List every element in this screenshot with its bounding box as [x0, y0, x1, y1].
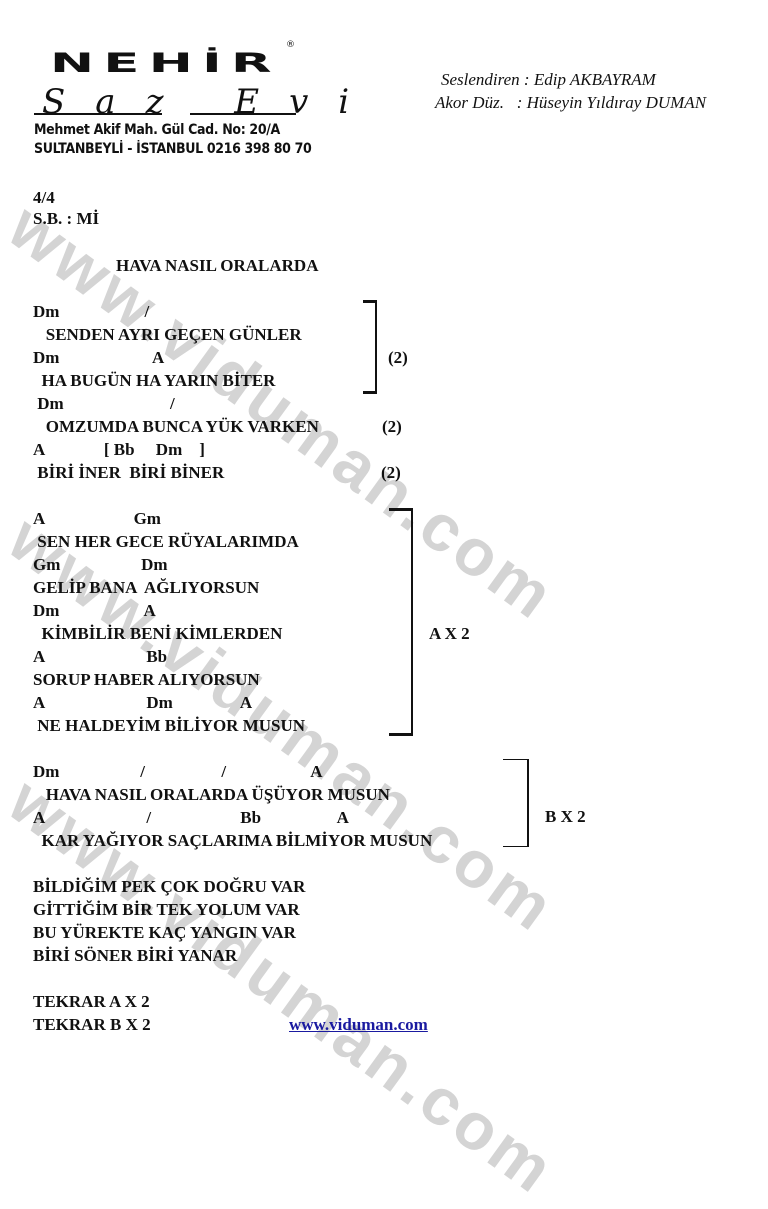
- logo-brand: NEHİR: [50, 48, 281, 80]
- lyric-line: BİRİ SÖNER BİRİ YANAR: [33, 946, 238, 965]
- lyric-line: Gm Dm: [33, 555, 168, 574]
- repeat-bracket-section-a: [389, 508, 413, 736]
- lyric-line: SORUP HABER ALIYORSUN: [33, 670, 260, 689]
- song-title: HAVA NASIL ORALARDA: [116, 256, 319, 275]
- lyric-line: HAVA NASIL ORALARDA ÜŞÜYOR MUSUN: [33, 785, 390, 804]
- lyric-line: A Dm A: [33, 693, 253, 712]
- lyric-line: Dm /: [33, 302, 150, 321]
- tuning: S.B. : Mİ: [33, 209, 100, 228]
- lyric-line: BİLDİĞİM PEK ÇOK DOĞRU VAR: [33, 877, 306, 896]
- lyric-line: Dm A: [33, 601, 156, 620]
- logo-underline: [190, 113, 296, 115]
- registered-mark: ®: [286, 40, 295, 50]
- lyric-line: HA BUGÜN HA YARIN BİTER: [33, 371, 276, 390]
- store-address-line2: SULTANBEYLİ - İSTANBUL 0216 398 80 70: [34, 141, 312, 157]
- repeat-mark: (2): [381, 463, 401, 482]
- store-address-line1: Mehmet Akif Mah. Gül Cad. No: 20/A: [34, 122, 280, 138]
- logo-underline: [34, 113, 162, 115]
- lyric-line: TEKRAR A X 2: [33, 992, 150, 1011]
- time-signature: 4/4: [33, 188, 55, 207]
- lyric-line: GELİP BANA AĞLIYORSUN: [33, 578, 260, 597]
- lyric-line: A / Bb A: [33, 808, 349, 827]
- website-link[interactable]: www.viduman.com: [289, 1015, 428, 1034]
- lyric-line: GİTTİĞİM BİR TEK YOLUM VAR: [33, 900, 300, 919]
- lyric-line: A [ Bb Dm ]: [33, 440, 205, 459]
- section-b-repeat: B X 2: [545, 807, 586, 826]
- lyric-line: OMZUMDA BUNCA YÜK VARKEN: [33, 417, 319, 436]
- lyric-line: SENDEN AYRI GEÇEN GÜNLER: [33, 325, 302, 344]
- lyric-line: A Gm: [33, 509, 161, 528]
- lyric-line: Dm / / A: [33, 762, 323, 781]
- repeat-bracket-section-b: [503, 759, 529, 847]
- lyric-line: BU YÜREKTE KAÇ YANGIN VAR: [33, 923, 296, 942]
- repeat-bracket-verse: [363, 300, 377, 394]
- repeat-mark: (2): [382, 417, 402, 436]
- arranger-credit: Akor Düz. : Hüseyin Yıldıray DUMAN: [435, 93, 707, 112]
- section-a-repeat: A X 2: [429, 624, 470, 643]
- lyric-line: NE HALDEYİM BİLİYOR MUSUN: [33, 716, 306, 735]
- song-sheet: NEHİR ® Saz Evi Mehmet Akif Mah. Gül Cad…: [33, 40, 707, 1034]
- logo-subtitle: Saz Evi: [42, 82, 380, 122]
- lyric-line: A Bb: [33, 647, 168, 666]
- lyric-line: Dm A: [33, 348, 165, 367]
- lyric-line: TEKRAR B X 2: [33, 1015, 151, 1034]
- performer-credit: Seslendiren : Edip AKBAYRAM: [441, 70, 656, 89]
- lyric-line: Dm /: [33, 394, 175, 413]
- lyric-line: KİMBİLİR BENİ KİMLERDEN: [33, 624, 283, 643]
- repeat-mark: (2): [388, 348, 408, 367]
- lyric-line: SEN HER GECE RÜYALARIMDA: [33, 532, 299, 551]
- lyric-line: BİRİ İNER BİRİ BİNER: [33, 463, 225, 482]
- lyric-line: KAR YAĞIYOR SAÇLARIMA BİLMİYOR MUSUN: [33, 831, 433, 850]
